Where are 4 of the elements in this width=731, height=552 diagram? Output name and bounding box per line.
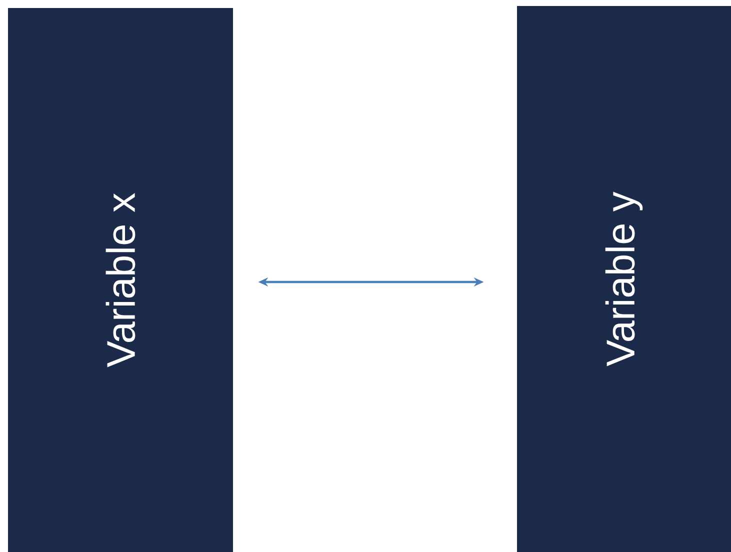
variable-box [517, 6, 731, 552]
variable-box [8, 8, 233, 552]
box-label: Variable y [605, 192, 643, 366]
box-label: Variable x [106, 193, 136, 368]
